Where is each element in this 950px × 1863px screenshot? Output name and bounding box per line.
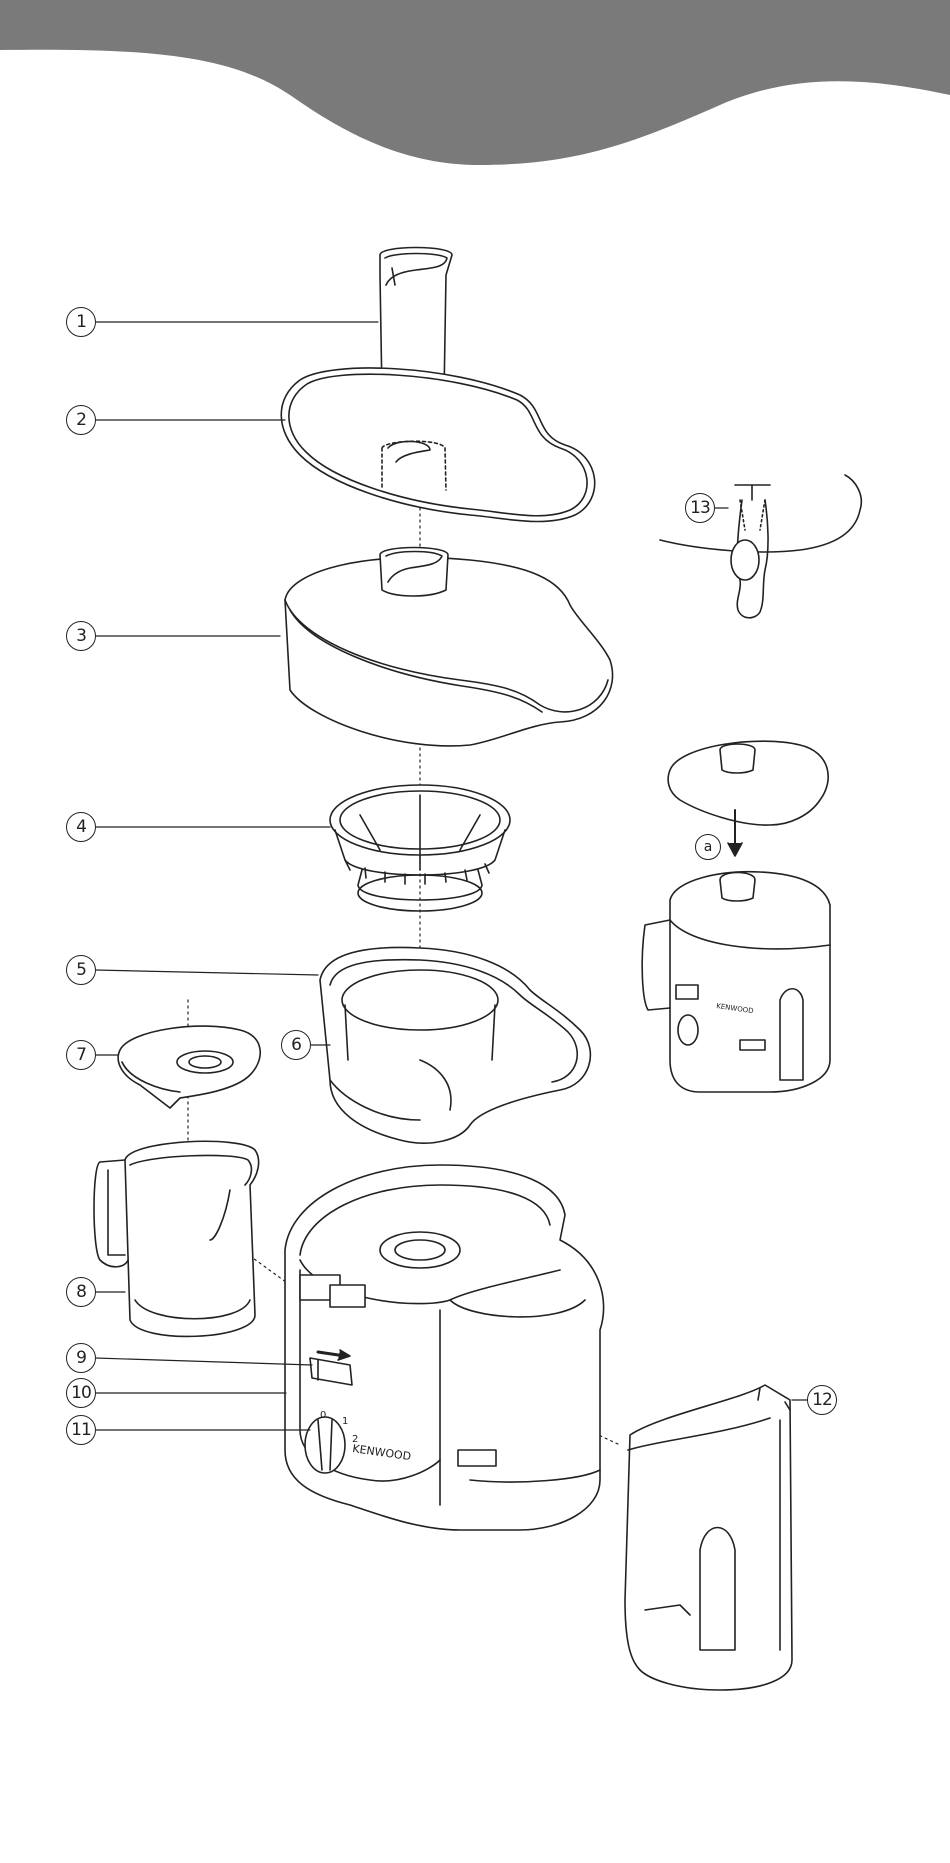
callout-1: 1 xyxy=(66,307,96,337)
leader-9 xyxy=(95,1358,312,1365)
bowl xyxy=(320,947,590,1143)
lid xyxy=(285,548,613,746)
dial-label-0: 0 xyxy=(320,1410,326,1421)
callout-5: 5 xyxy=(66,955,96,985)
assembled-inset xyxy=(642,741,830,1092)
callout-2: 2 xyxy=(66,405,96,435)
callout-7: 7 xyxy=(66,1040,96,1070)
juice-jug xyxy=(94,1141,259,1336)
callout-11: 11 xyxy=(66,1415,96,1445)
header-wave-band xyxy=(0,0,950,165)
callout-10: 10 xyxy=(66,1378,96,1408)
callout-12: 12 xyxy=(807,1385,837,1415)
pulp-container xyxy=(625,1385,792,1690)
callout-3: 3 xyxy=(66,621,96,651)
callout-8: 8 xyxy=(66,1277,96,1307)
callout-13: 13 xyxy=(685,493,715,523)
callout-9: 9 xyxy=(66,1343,96,1373)
dial-label-2: 2 xyxy=(352,1434,358,1445)
callout-a: a xyxy=(695,834,721,860)
lid-seal xyxy=(281,368,594,522)
motor-base xyxy=(285,1165,604,1530)
callout-4: 4 xyxy=(66,812,96,842)
callout-6: 6 xyxy=(281,1030,311,1060)
jug-lid xyxy=(118,1026,260,1108)
leader-5 xyxy=(95,970,318,975)
dial-label-1: 1 xyxy=(342,1416,348,1427)
